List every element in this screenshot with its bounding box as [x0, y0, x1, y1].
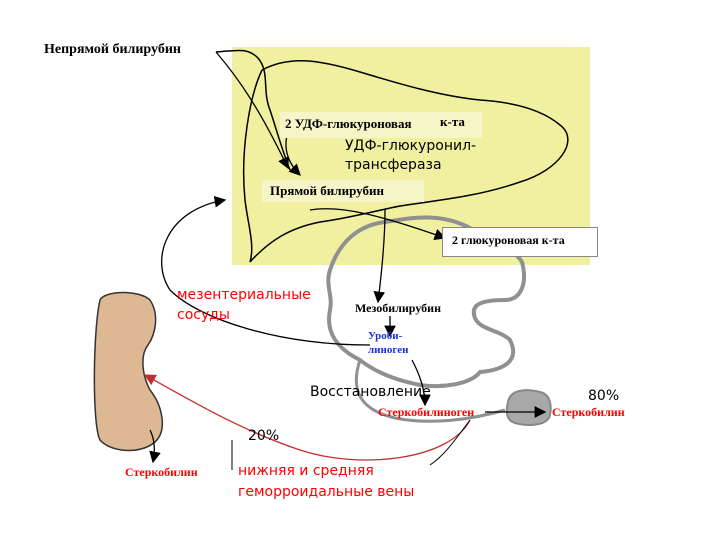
stercobilin-left-label: Стеркобилин [125, 465, 198, 479]
stercobilinogen-label: Стеркобилиноген [378, 405, 475, 419]
veins-label-2: геморроидальные вены [238, 484, 415, 500]
mesenteric-label-1: мезентериальные [177, 287, 311, 303]
indirect-bilirubin-label: Непрямой билирубин [44, 42, 181, 57]
arrow-to-stercobilinogen [411, 359, 431, 407]
arrow-to-glucuronic [309, 208, 447, 241]
direct-bilirubin-box [262, 180, 424, 202]
intestine-outline [326, 215, 526, 389]
stercobilin-right-label: Стеркобилин [552, 405, 625, 419]
arrow-direct-to-meso [373, 209, 386, 304]
arrow-to-stercobilin-left [149, 429, 161, 464]
urobilinogen-label-2: линоген [368, 344, 409, 356]
udp-glucuronic-label-b: к-та [440, 114, 465, 129]
urobilinogen-label-1: Уроби- [368, 330, 403, 342]
arrow-to-udp [215, 51, 289, 170]
udp-box [280, 112, 482, 138]
intestine-inner-loop [354, 359, 506, 423]
reduction-label: Восстановление [310, 384, 431, 400]
arrow-uro-to-liver [161, 195, 371, 346]
veins-label-1: нижняя и средняя [238, 463, 374, 479]
transferase-label-1: УДФ-глюкуронил- [345, 138, 477, 154]
line-intestine-down [429, 419, 471, 466]
percent-80-label: 80% [588, 388, 620, 404]
udp-glucuronic-label-a: 2 УДФ-глюкуроновая [285, 116, 412, 131]
mesobilirubin-label: Мезобилирубин [355, 301, 441, 315]
liver-scribble [215, 49, 569, 263]
direct-bilirubin-label: Прямой билирубин [270, 183, 384, 198]
mesenteric-label-2: сосуды [177, 307, 230, 323]
red-line-veins [143, 374, 471, 461]
kidney-shape [93, 291, 164, 452]
rectum-blob [505, 389, 552, 426]
glucuronic-acid-label: 2 глюкуроновая к-та [452, 233, 565, 247]
glucuronic-box [442, 227, 598, 257]
transferase-label-2: трансфераза [345, 157, 442, 173]
percent-20-label: 20% [248, 428, 280, 444]
